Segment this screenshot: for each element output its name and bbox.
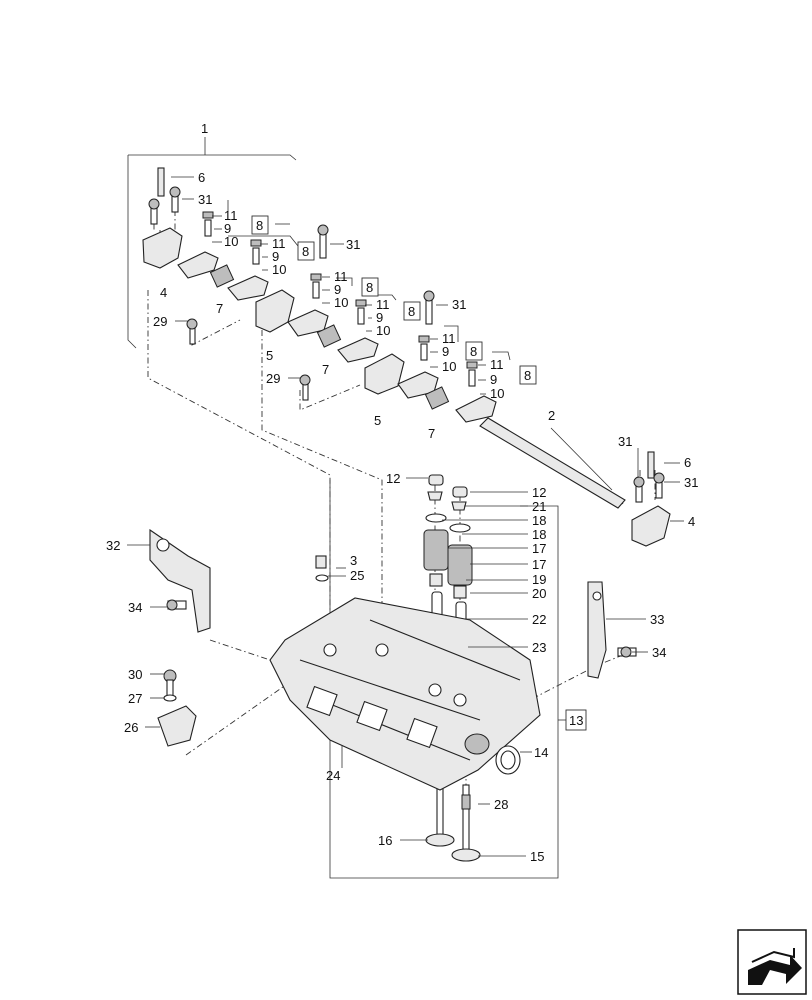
callout-25: 25 [350, 568, 364, 583]
next-page-arrow-icon[interactable] [737, 929, 807, 995]
callout-9: 9 [334, 282, 341, 297]
callout-34: 34 [652, 645, 666, 660]
callout-8: 8 [524, 368, 531, 383]
group-bracket-cylinder-head [329, 480, 559, 879]
callout-3: 3 [350, 553, 357, 568]
callout-27: 27 [128, 691, 142, 706]
callout-24: 24 [326, 768, 340, 783]
callout-10: 10 [334, 295, 348, 310]
callout-10: 10 [442, 359, 456, 374]
group-bracket-rocker-assembly [127, 137, 297, 349]
callout-20: 20 [532, 586, 546, 601]
callout-31: 31 [198, 192, 212, 207]
callout-31: 31 [346, 237, 360, 252]
callout-11: 11 [376, 297, 390, 312]
callout-34: 34 [128, 600, 142, 615]
callout-33: 33 [650, 612, 664, 627]
cylinder-head-block [269, 555, 541, 791]
rocker-shaft [479, 417, 626, 509]
callout-10: 10 [272, 262, 286, 277]
callout-12: 12 [386, 471, 400, 486]
rocker-shaft-assembly [142, 167, 671, 547]
callout-labels: 1 6 31 11 9 10 8 11 9 10 8 31 4 7 11 9 1… [106, 121, 698, 864]
boxed-callouts [251, 215, 587, 731]
callout-21: 21 [532, 499, 546, 514]
rocker-support-4 [142, 227, 183, 269]
callout-13: 13 [569, 713, 583, 728]
callout-16: 16 [378, 833, 392, 848]
callout-18: 18 [532, 527, 546, 542]
callout-17: 17 [532, 541, 546, 556]
callout-19: 19 [532, 572, 546, 587]
lifting-eye-32 [149, 528, 211, 633]
callout-11: 11 [490, 357, 504, 372]
callout-31: 31 [618, 434, 632, 449]
callout-31: 31 [684, 475, 698, 490]
valve-spring [423, 529, 449, 571]
callout-32: 32 [106, 538, 120, 553]
callout-7: 7 [428, 426, 435, 441]
callout-8: 8 [470, 344, 477, 359]
callout-9: 9 [490, 372, 497, 387]
stud-bolt [157, 167, 165, 197]
rocker-arm [177, 251, 219, 279]
callout-31: 31 [452, 297, 466, 312]
callout-17: 17 [532, 557, 546, 572]
callout-29: 29 [153, 314, 167, 329]
callout-5: 5 [374, 413, 381, 428]
callout-4: 4 [688, 514, 695, 529]
lifting-brackets [149, 528, 637, 747]
callout-8: 8 [302, 244, 309, 259]
callout-9: 9 [376, 310, 383, 325]
callout-30: 30 [128, 667, 142, 682]
callout-23: 23 [532, 640, 546, 655]
leader-lines [127, 176, 684, 857]
callout-28: 28 [494, 797, 508, 812]
callout-4: 4 [160, 285, 167, 300]
callout-29: 29 [266, 371, 280, 386]
callout-10: 10 [224, 234, 238, 249]
callout-26: 26 [124, 720, 138, 735]
callout-6: 6 [684, 455, 691, 470]
lifting-eye-33 [587, 581, 607, 679]
callout-9: 9 [442, 344, 449, 359]
callout-10: 10 [490, 386, 504, 401]
callout-8: 8 [366, 280, 373, 295]
callout-14: 14 [534, 745, 548, 760]
callout-9: 9 [272, 249, 279, 264]
callout-12: 12 [532, 485, 546, 500]
callout-10: 10 [376, 323, 390, 338]
callout-8: 8 [408, 304, 415, 319]
callout-7: 7 [216, 301, 223, 316]
bolt-head [169, 186, 181, 198]
callout-5: 5 [266, 348, 273, 363]
callout-15: 15 [530, 849, 544, 864]
callout-11: 11 [442, 331, 456, 346]
callout-2: 2 [548, 408, 555, 423]
callout-18: 18 [532, 513, 546, 528]
callout-11: 11 [272, 236, 286, 251]
callout-22: 22 [532, 612, 546, 627]
rocker-support-5 [255, 289, 295, 333]
spring [209, 264, 235, 288]
callout-9: 9 [224, 221, 231, 236]
callout-1: 1 [201, 121, 208, 136]
callout-11: 11 [224, 208, 238, 223]
callout-8: 8 [256, 218, 263, 233]
callout-11: 11 [334, 269, 348, 284]
callout-7: 7 [322, 362, 329, 377]
callout-6: 6 [198, 170, 205, 185]
